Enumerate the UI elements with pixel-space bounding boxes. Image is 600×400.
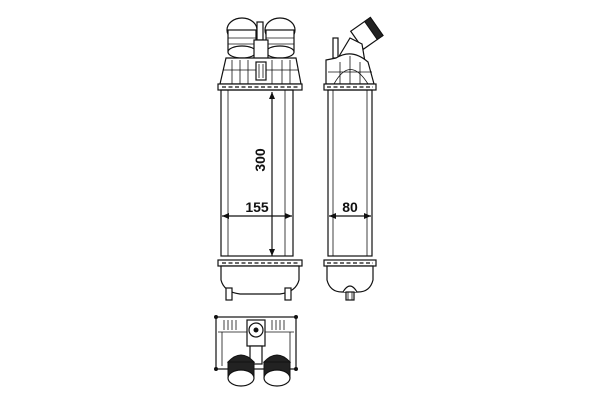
side-view: 80 — [323, 16, 384, 301]
side-angled-port — [349, 16, 384, 51]
front-left-port — [226, 17, 258, 59]
bottom-right-port — [262, 354, 292, 387]
front-bottom-tank — [220, 265, 300, 295]
dimension-label-height: 300 — [252, 148, 268, 172]
side-bottom-tank — [326, 265, 374, 293]
front-right-port — [264, 17, 296, 59]
front-view: 300 155 — [217, 17, 303, 301]
dimension-label-width: 155 — [245, 199, 269, 215]
bottom-left-port — [226, 354, 256, 387]
side-core — [327, 89, 373, 257]
front-top-tank — [219, 57, 302, 85]
bottom-view — [214, 315, 298, 387]
front-core — [220, 89, 294, 257]
dimension-label-depth: 80 — [342, 199, 358, 215]
